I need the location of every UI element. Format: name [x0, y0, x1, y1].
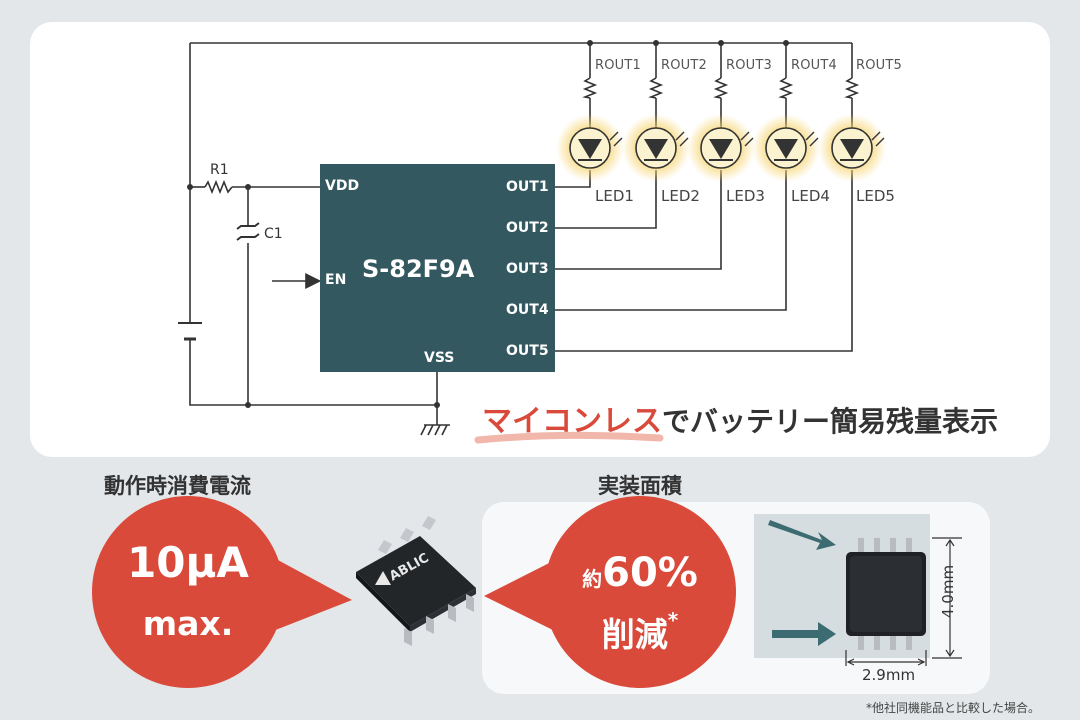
rout1-label: ROUT1: [595, 58, 641, 73]
pin-out2: OUT2: [506, 220, 549, 236]
width-dimension: 2.9mm: [862, 666, 916, 684]
rout4-label: ROUT4: [791, 58, 837, 73]
led4-label: LED4: [791, 187, 830, 205]
led3-symbol: [687, 114, 755, 182]
pin-vdd: VDD: [325, 178, 360, 194]
chip-name: S-82F9A: [362, 255, 475, 283]
height-dimension: 4.0mm: [939, 564, 957, 618]
led2-symbol: [622, 114, 690, 182]
led4-symbol: [752, 114, 820, 182]
area-asterisk: *: [667, 608, 679, 632]
area-reduction: 削減: [601, 615, 668, 654]
area-heading: 実装面積: [598, 474, 682, 498]
bubble-right-pointer: [484, 555, 565, 636]
current-bubble: [92, 496, 284, 688]
rout2-label: ROUT2: [661, 58, 707, 73]
ablic-chip-image: [356, 516, 476, 646]
rout5-label: ROUT5: [856, 58, 902, 73]
rout3-label: ROUT3: [726, 58, 772, 73]
pin-out5: OUT5: [506, 343, 549, 359]
pin-en: EN: [325, 272, 347, 288]
tagline-rest: でバッテリー簡易残量表示: [662, 405, 999, 438]
junction-dots: [187, 40, 789, 408]
led5-symbol: [818, 114, 886, 182]
rout2-symbol: [648, 77, 664, 99]
ground-symbol: [420, 424, 450, 436]
pin-out1: OUT1: [506, 179, 549, 195]
rout5-symbol: [844, 77, 860, 99]
current-heading: 動作時消費電流: [104, 474, 251, 498]
led5-label: LED5: [856, 187, 895, 205]
tagline-underline: [474, 431, 664, 444]
area-bubble: [544, 496, 736, 688]
battery-symbol: [178, 322, 202, 341]
led1-symbol: [556, 114, 624, 182]
resistor-r1-symbol: [204, 179, 233, 195]
tagline: マイコンレスでバッテリー簡易残量表示: [482, 396, 998, 440]
led2-label: LED2: [661, 187, 700, 205]
capacitor-c1-symbol: [236, 222, 260, 241]
rout1-symbol: [582, 77, 598, 99]
current-qualifier: max.: [142, 604, 234, 643]
tagline-highlight: マイコンレス: [482, 404, 662, 439]
r1-label: R1: [210, 162, 229, 178]
c1-label: C1: [264, 226, 283, 242]
footnote: *他社同機能品と比較した場合。: [866, 701, 1041, 715]
current-value: 10μA: [127, 538, 249, 587]
pin-vss: VSS: [424, 350, 455, 366]
footprint-chip: [846, 538, 926, 650]
led3-label: LED3: [726, 187, 765, 205]
chip-body: [320, 164, 555, 372]
area-prefix: 約: [582, 567, 603, 591]
footprint-arrows: [768, 520, 836, 646]
area-value: 60%: [602, 550, 698, 596]
led1-label: LED1: [595, 187, 634, 205]
pin-out4: OUT4: [506, 302, 549, 318]
area-reduction-line: 約60%: [544, 550, 736, 596]
rout4-symbol: [778, 77, 794, 99]
pin-out3: OUT3: [506, 261, 549, 277]
dimension-lines: [845, 537, 962, 666]
rout3-symbol: [713, 77, 729, 99]
area-reduction-text-line: 削減*: [544, 608, 736, 656]
